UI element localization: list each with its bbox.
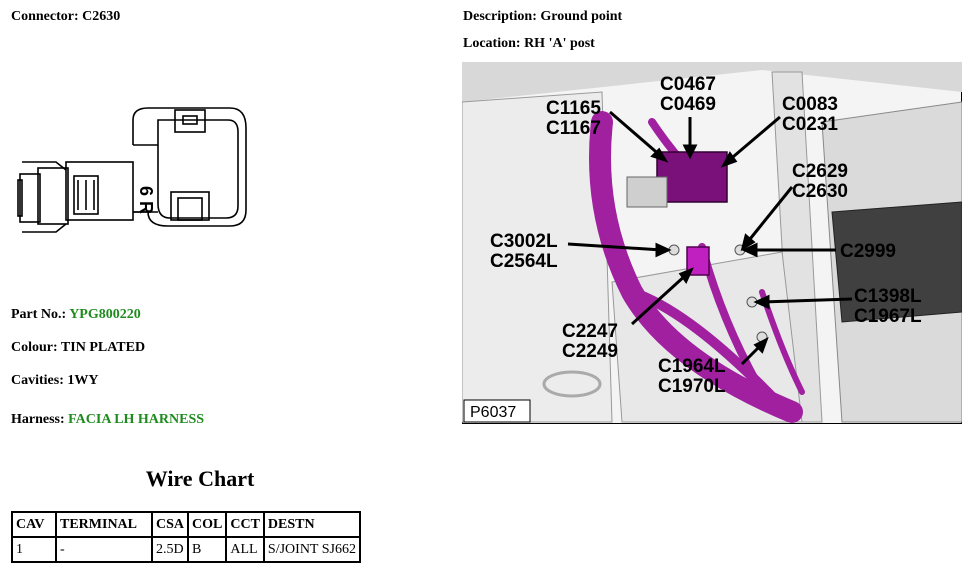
cavities-value: 1WY [67, 373, 99, 388]
cell-terminal: - [55, 536, 153, 563]
callout-c0083: C0083 [782, 94, 838, 115]
callout-c2249: C2249 [562, 341, 618, 362]
callout-c1165: C1165 [546, 98, 601, 119]
part-no-label: Part No.: YPG800220 [11, 307, 141, 322]
callout-c3002l: C3002L [490, 231, 558, 252]
header-col: COL [187, 511, 228, 538]
cell-cct: ALL [225, 536, 265, 563]
callout-c0231: C0231 [782, 114, 838, 135]
harness-link[interactable]: FACIA LH HARNESS [68, 412, 205, 427]
header-terminal: TERMINAL [55, 511, 153, 538]
callout-c1967l: C1967L [854, 306, 922, 327]
location-photo: C1165 C1167 C0467 C0469 C0083 C0231 C262… [462, 62, 962, 424]
wire-chart-title: Wire Chart [145, 466, 255, 491]
description-value: Ground point [540, 9, 623, 24]
callout-c1970l: C1970L [658, 376, 726, 397]
cell-col: B [187, 536, 228, 563]
callout-c2247: C2247 [562, 321, 618, 342]
wire-chart-table: CAV TERMINAL CSA COL CCT DESTN 1 - 2.5D … [11, 511, 361, 563]
colour-label: Colour: TIN PLATED [11, 340, 146, 355]
callout-c1398l: C1398L [854, 286, 922, 307]
connector-drawing: 6 R [17, 107, 247, 233]
header-csa: CSA [150, 511, 190, 538]
header-cav: CAV [11, 511, 57, 538]
connector-marking: 6 R [136, 186, 156, 214]
callout-c2629: C2629 [792, 161, 848, 182]
callout-c0467: C0467 [660, 74, 716, 95]
callout-c2564l: C2564L [490, 251, 558, 272]
cell-cav: 1 [11, 536, 57, 563]
table-header-row: CAV TERMINAL CSA COL CCT DESTN [11, 511, 361, 538]
location-value: RH 'A' post [524, 36, 595, 51]
header-destn: DESTN [262, 511, 361, 538]
callout-c2999: C2999 [840, 241, 896, 262]
location-label: Location: RH 'A' post [463, 36, 595, 51]
callout-c1167: C1167 [546, 118, 601, 139]
cavities-label: Cavities: 1WY [11, 373, 99, 388]
header-cct: CCT [225, 511, 265, 538]
cell-csa: 2.5D [150, 536, 190, 563]
table-row: 1 - 2.5D B ALL S/JOINT SJ662 [11, 536, 361, 563]
callout-c2630: C2630 [792, 181, 848, 202]
connector-value: C2630 [82, 9, 121, 24]
part-no-link[interactable]: YPG800220 [69, 307, 141, 322]
cell-destn: S/JOINT SJ662 [262, 536, 361, 563]
connector-label: Connector: C2630 [11, 9, 121, 24]
description-label: Description: Ground point [463, 9, 623, 24]
colour-value: TIN PLATED [60, 340, 146, 355]
callout-c0469: C0469 [660, 94, 716, 115]
harness-label: Harness: FACIA LH HARNESS [11, 412, 205, 427]
photo-ref: P6037 [470, 404, 516, 421]
callout-c1964l: C1964L [658, 356, 726, 377]
